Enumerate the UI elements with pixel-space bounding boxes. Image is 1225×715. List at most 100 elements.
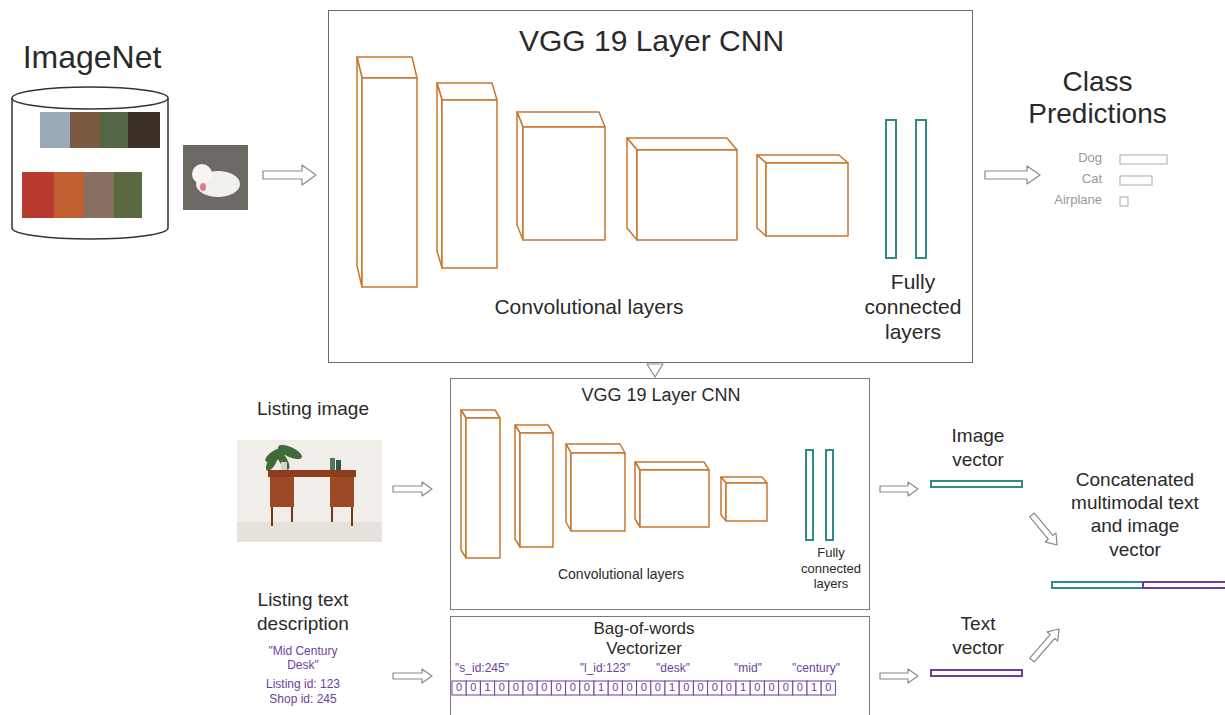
concat-vector-image-part <box>1052 582 1143 588</box>
thumbnail-image <box>54 172 84 218</box>
desk-top <box>268 470 356 477</box>
class-name: Dog <box>1030 150 1102 166</box>
vector-cell <box>551 681 565 695</box>
desk-drawers <box>270 477 294 507</box>
layer-block <box>362 78 417 287</box>
vector-digit: 0 <box>495 681 509 695</box>
desk-photo <box>237 440 382 542</box>
fc-layer <box>806 450 813 540</box>
vector-digit: 0 <box>452 681 466 695</box>
layer-block <box>520 433 553 547</box>
vector-digit: 0 <box>708 681 722 695</box>
process-box: VGG 19 Layer CNNConvolutional layersFull… <box>450 378 870 610</box>
token-label: "century" <box>776 661 856 675</box>
flow-arrow <box>393 482 432 496</box>
thumbnail-image <box>22 172 54 218</box>
fc-layer <box>886 120 896 258</box>
vector-digit: 0 <box>637 681 651 695</box>
concat-vector-text-part <box>1143 582 1225 588</box>
vector-cell <box>537 681 551 695</box>
floor <box>237 522 382 542</box>
fc-layer <box>826 450 833 540</box>
text-vector-bar <box>931 670 1022 676</box>
layer-block <box>726 483 767 521</box>
layer-block <box>637 150 737 240</box>
vector-cell <box>580 681 594 695</box>
layer-block-top <box>517 112 605 127</box>
box-label: Convolutional layers <box>541 566 701 583</box>
box-label: Fully connected layers <box>853 269 973 345</box>
vector-digit: 1 <box>480 681 494 695</box>
prediction-bar <box>1120 176 1152 185</box>
desk-drawers <box>330 477 354 507</box>
vector-label: Text vector <box>933 612 1023 660</box>
vector-cell <box>736 681 750 695</box>
vector-cell <box>608 681 622 695</box>
prediction-bar <box>1120 197 1128 206</box>
vector-cell <box>466 681 480 695</box>
thumbnail-image <box>84 172 114 218</box>
vector-label: Concatenated multimodal text and image v… <box>1066 468 1204 561</box>
vector-digit: 0 <box>466 681 480 695</box>
vector-cell <box>509 681 523 695</box>
vector-digit: 0 <box>509 681 523 695</box>
vector-digit: 0 <box>622 681 636 695</box>
vector-digit: 0 <box>608 681 622 695</box>
vector-digit: 0 <box>779 681 793 695</box>
flow-arrow <box>880 669 918 683</box>
prediction-heading: Class Predictions <box>1010 66 1185 130</box>
layer-block-top <box>357 57 417 78</box>
vector-cell <box>750 681 764 695</box>
vector-cell <box>821 681 835 695</box>
layer-block-top <box>566 444 625 453</box>
layer-block-top <box>721 477 767 483</box>
box-title: ImageNet <box>12 38 172 76</box>
database-cylinder <box>12 98 168 239</box>
vector-cell <box>764 681 778 695</box>
flow-arrow <box>985 166 1040 184</box>
dog-photo <box>183 145 248 210</box>
vector-digit: 1 <box>665 681 679 695</box>
layer-block-top <box>461 410 500 418</box>
database-node: ImageNet <box>10 28 255 243</box>
process-box: VGG 19 Layer CNNConvolutional layersFull… <box>328 10 973 363</box>
token-label: "mid" <box>708 661 788 675</box>
vector-cell <box>665 681 679 695</box>
vector-digit: 0 <box>679 681 693 695</box>
vector-digit: 0 <box>580 681 594 695</box>
vector-cell <box>523 681 537 695</box>
vector-cell <box>495 681 509 695</box>
vector-cell <box>566 681 580 695</box>
flow-arrow <box>393 669 432 683</box>
desk-leg <box>351 507 353 526</box>
layer-block-side <box>517 112 523 240</box>
layer-block <box>466 418 500 558</box>
box-label: Convolutional layers <box>459 294 719 319</box>
vector-digit: 1 <box>736 681 750 695</box>
vector-cell <box>594 681 608 695</box>
connector <box>647 364 663 377</box>
token-label: "desk" <box>633 661 713 675</box>
vector-cell <box>722 681 736 695</box>
book <box>330 458 335 470</box>
layer-block <box>571 453 625 531</box>
desk-leg <box>291 507 293 522</box>
vector-cell <box>807 681 821 695</box>
desk-leg <box>271 507 273 526</box>
vector-digit: 0 <box>523 681 537 695</box>
layer-block-top <box>515 425 553 433</box>
vector-digit: 0 <box>566 681 580 695</box>
database-top <box>12 87 168 109</box>
vector-cell <box>637 681 651 695</box>
thumbnail-image <box>128 112 160 148</box>
class-name: Airplane <box>1030 192 1102 208</box>
vector-cell <box>779 681 793 695</box>
vector-digit: 0 <box>693 681 707 695</box>
vector-digit: 0 <box>551 681 565 695</box>
shop-id: Shop id: 245 <box>233 692 373 706</box>
layer-block <box>442 100 497 268</box>
vector-digit: 1 <box>594 681 608 695</box>
listing-id: Listing id: 123 <box>233 677 373 691</box>
vector-cell <box>679 681 693 695</box>
plant-pot <box>281 462 287 470</box>
